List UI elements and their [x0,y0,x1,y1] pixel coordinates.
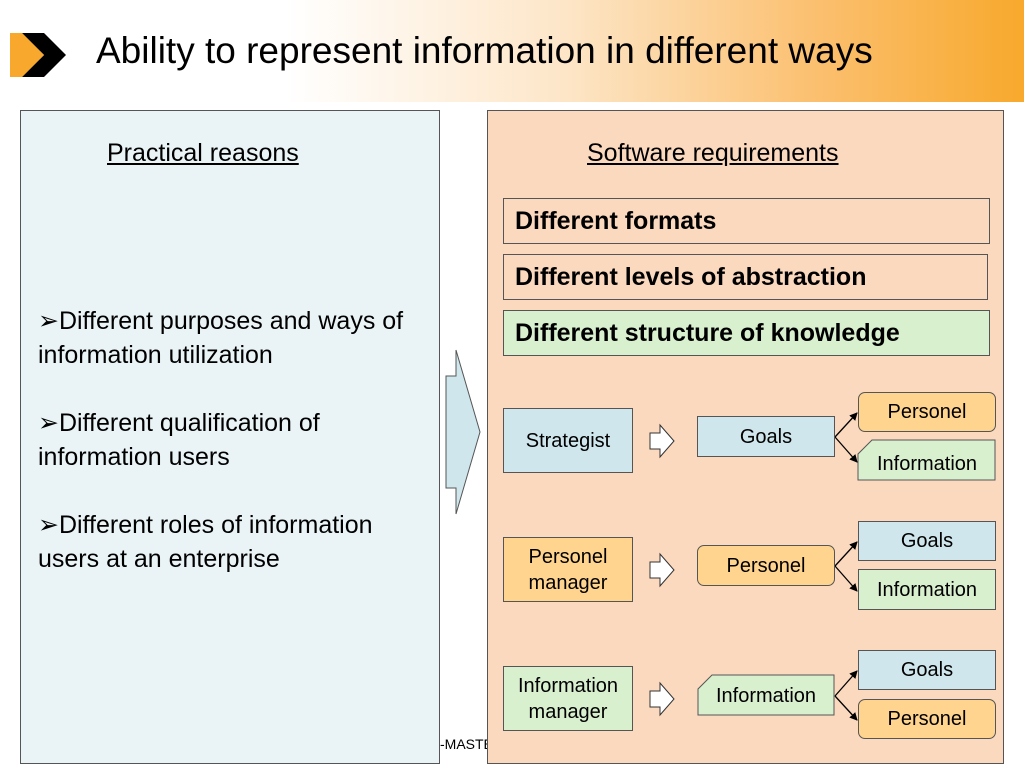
row3-hollow-arrow-icon [649,681,675,717]
arrow-bullet-icon: ➢ [38,511,59,539]
practical-reasons-panel [20,110,440,764]
software-requirements-heading: Software requirements [587,139,839,167]
reason-item: ➢Different purposes and ways of informat… [38,307,404,369]
information-manager-goals-box: Goals [858,650,996,690]
row1-lower-branch-arrow [834,436,858,463]
personel-manager-personel-box: Personel [697,545,835,586]
arrow-bullet-icon: ➢ [38,307,59,335]
row1-hollow-arrow-icon [649,423,675,459]
personel-manager-goals-box: Goals [858,521,996,561]
personel-manager-information-box: Information [858,569,996,610]
arrow-bullet-icon: ➢ [38,409,59,437]
strategist-information-box: Information [876,453,978,475]
row1-bottom-snipped-box [857,439,996,481]
reason-item: ➢Different qualification of information … [38,409,320,471]
row2-upper-branch-arrow [834,541,858,567]
reason-item: ➢Different roles of information users at… [38,511,373,573]
reasons-list: ➢Different purposes and ways of informat… [38,304,430,610]
row3-upper-branch-arrow [834,670,858,697]
row1-upper-branch-arrow [834,412,858,438]
title-banner [0,0,1024,102]
practical-reasons-heading: Practical reasons [107,139,299,167]
chevron-logo-icon [10,33,66,77]
role-strategist-box: Strategist [503,408,633,473]
requirement-knowledge-structure: Different structure of knowledge [503,310,990,356]
row2-hollow-arrow-icon [649,552,675,588]
footer-text-fragment: -MASTE [440,736,493,752]
information-manager-information-box: Information [715,685,817,707]
strategist-personel-box: Personel [858,392,996,432]
slide-title: Ability to represent information in diff… [96,30,873,71]
information-manager-personel-box: Personel [858,699,996,739]
strategist-goals-box: Goals [697,416,835,457]
requirement-formats: Different formats [503,198,990,244]
row3-lower-branch-arrow [834,695,858,721]
row3-center-snipped-box [697,674,835,716]
panel-transition-arrow-icon [445,349,481,515]
row2-lower-branch-arrow [834,565,858,592]
role-information-manager-box: Information manager [503,666,633,731]
requirement-abstraction: Different levels of abstraction [503,254,988,300]
role-personel-manager-box: Personel manager [503,537,633,602]
